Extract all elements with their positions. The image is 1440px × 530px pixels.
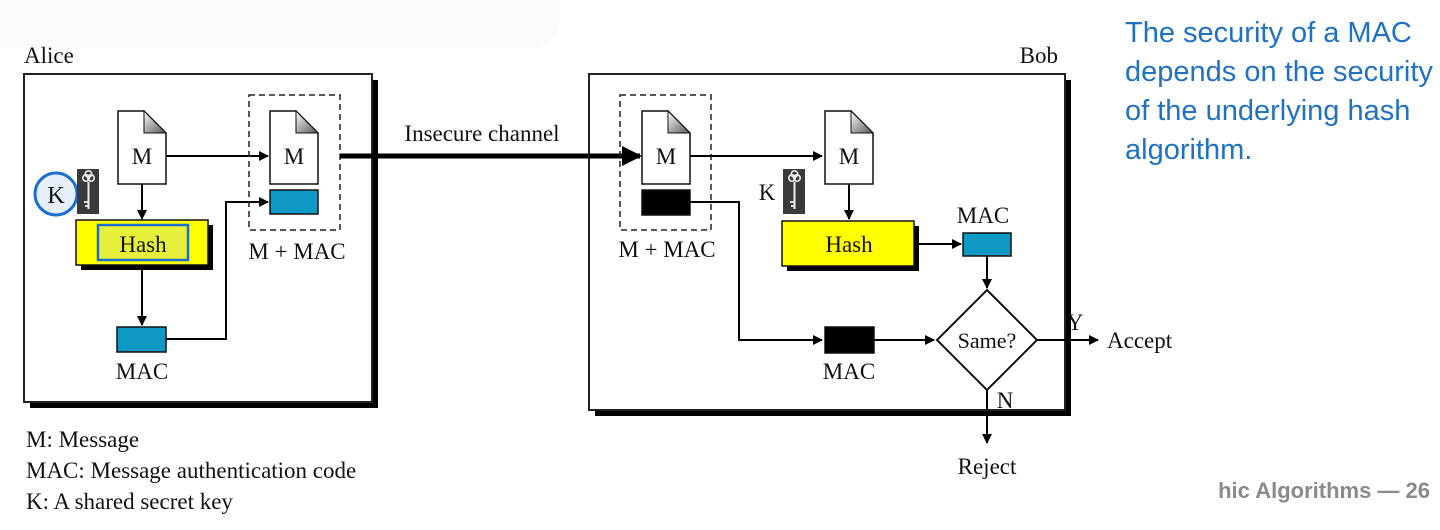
alice-message-doc [117,109,168,185]
no-label: N [997,388,1014,413]
alice-mac-block [116,326,167,353]
arrow-alice-mac-to-bundle [166,197,269,340]
insecure-channel-label: Insecure channel [404,121,559,146]
bob-computed-mac-block [962,232,1012,257]
alice-hash-highlight-box [96,223,190,262]
bob-message-label: M [839,144,859,169]
alice-bundle-message-doc [269,109,320,185]
alice-key-label: K [47,183,65,209]
bob-message-doc [824,109,875,185]
alice-bundle-box [248,94,341,231]
alice-message-label: M [132,144,152,169]
bob-hash-label: Hash [825,232,873,257]
bob-received-message-label: M [656,144,676,169]
bob-hash-box [781,220,919,271]
bob-received-mac-block [641,189,691,216]
bob-key-label: K [759,180,776,205]
bob-received-bundle-box [619,94,712,231]
bob-label: Bob [1020,43,1058,68]
bob-received-mac-block-2 [824,326,875,354]
yes-label: Y [1067,310,1084,335]
legend-item-mac: MAC: Message authentication code [26,458,357,483]
bob-key-icon [783,169,805,214]
redaction-smudge [0,0,560,48]
reject-label: Reject [958,454,1017,479]
slide-footer: hic Algorithms — 26 [1218,478,1430,503]
legend-item-message: M: Message [26,427,140,452]
alice-mac-label: MAC [116,359,168,384]
security-note: The security of a MAC depends on the sec… [1125,17,1433,166]
legend-item-key: K: A shared secret key [26,489,233,514]
legend: M: Message MAC: Message authentication c… [26,424,356,517]
alice-hash-label: Hash [119,232,167,257]
arrow-bob-received-mac-route [690,201,823,345]
compare-label: Same? [958,328,1017,353]
alice-label: Alice [24,43,74,68]
alice-bundle-message-label: M [284,144,304,169]
alice-bundle-mac-block [269,189,319,215]
bob-received-message-doc [641,109,692,185]
alice-key-icon [77,169,99,214]
alice-bundle-label: M + MAC [248,239,345,264]
accept-label: Accept [1107,328,1173,353]
bob-computed-mac-label: MAC [957,203,1009,228]
alice-hash-box [75,219,213,270]
bob-received-bundle-label: M + MAC [618,237,715,262]
bob-received-mac-label: MAC [823,359,875,384]
